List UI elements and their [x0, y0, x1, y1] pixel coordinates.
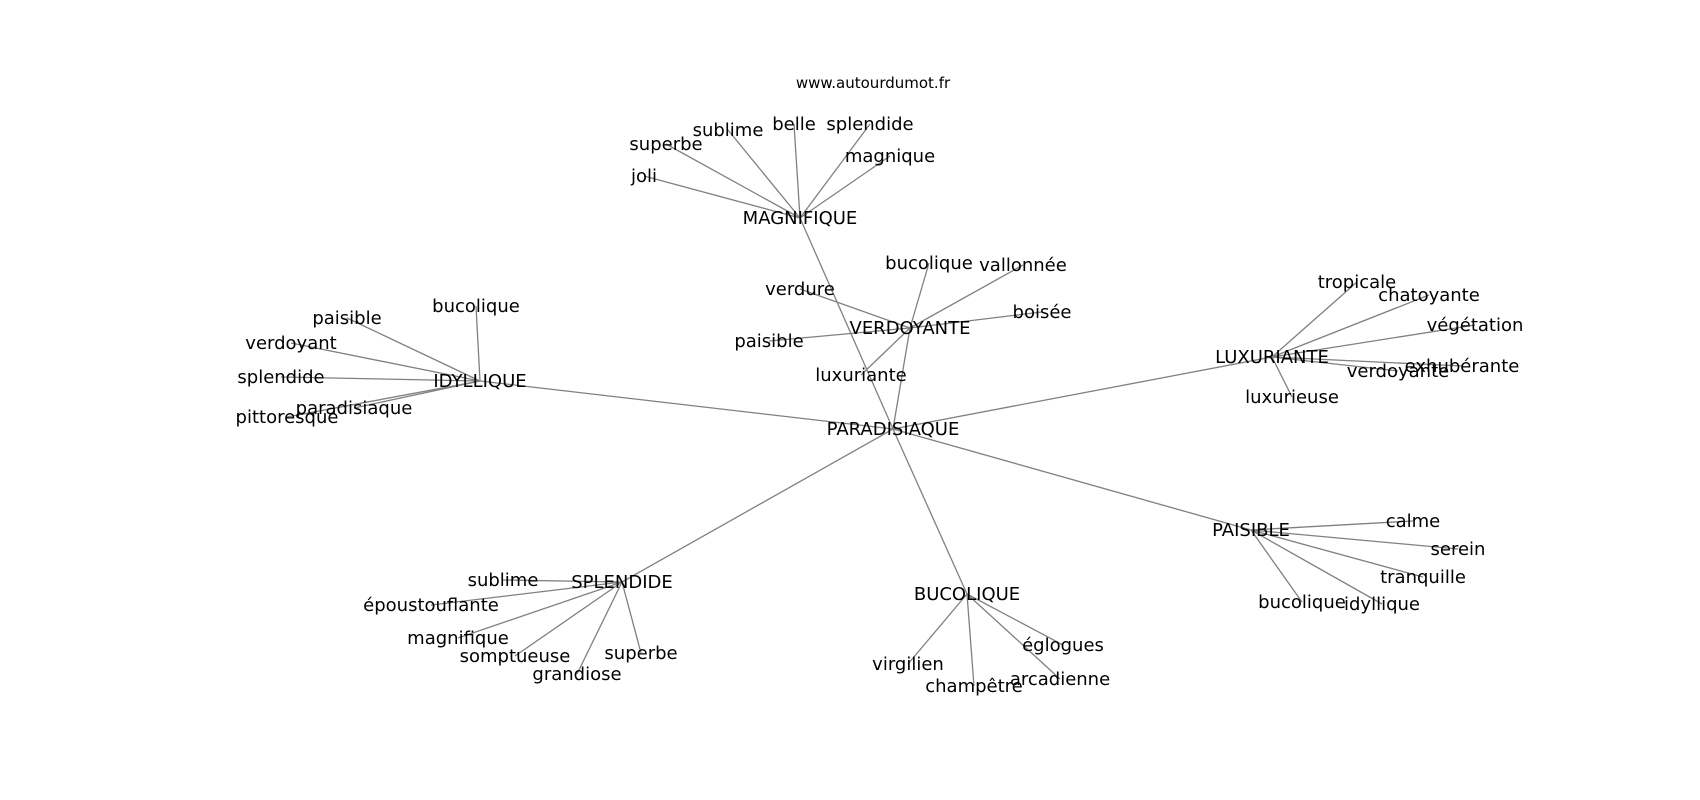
edge-hub-3-leaf-0: [1271, 281, 1358, 358]
edge-hub-0-leaf-3: [793, 123, 801, 219]
edge-hub-5-leaf-2: [966, 593, 1061, 680]
edge-hub-4-leaf-0: [502, 579, 623, 583]
leaf-word-3-2[interactable]: végétation: [1427, 315, 1524, 336]
leaf-word-2-4[interactable]: paradisiaque: [296, 398, 413, 419]
leaf-word-5-3[interactable]: églogues: [1022, 635, 1104, 656]
edge-center-hub-6: [892, 428, 1252, 531]
leaf-word-0-5[interactable]: magnique: [845, 146, 935, 167]
edge-hub-1-leaf-4: [768, 327, 911, 342]
leaf-word-1-1[interactable]: bucolique: [885, 253, 973, 274]
leaf-word-1-2[interactable]: vallonnée: [979, 255, 1067, 276]
leaf-word-5-2[interactable]: arcadienne: [1010, 669, 1110, 690]
edge-hub-1-leaf-2: [909, 264, 1024, 329]
edge-hub-3-leaf-3: [1271, 356, 1463, 367]
leaf-word-5-1[interactable]: champêtre: [925, 676, 1023, 697]
hub-word-4[interactable]: SPLENDIDE: [571, 572, 673, 593]
labels: www.autourdumot.fr PARADISIAQUE MAGNIFIQU…: [236, 74, 1524, 697]
leaf-word-2-0[interactable]: bucolique: [432, 296, 520, 317]
center-word[interactable]: PARADISIAQUE: [827, 419, 960, 440]
edge-hub-3-leaf-2: [1271, 324, 1476, 358]
edge-center-hub-2: [479, 380, 894, 430]
leaf-word-3-3[interactable]: exhubérante: [1405, 356, 1520, 377]
leaf-word-4-5[interactable]: superbe: [604, 643, 677, 664]
edge-hub-5-leaf-1: [966, 593, 975, 687]
leaf-word-0-3[interactable]: belle: [772, 114, 816, 135]
edge-hub-1-leaf-0: [799, 288, 911, 329]
edge-hub-1-leaf-3: [909, 311, 1043, 329]
edge-center-hub-5: [892, 428, 968, 595]
edge-center-hub-4: [621, 428, 894, 583]
edge-hub-0-leaf-4: [799, 123, 871, 219]
edge-hub-4-leaf-4: [576, 581, 623, 675]
edge-hub-4-leaf-2: [457, 581, 623, 639]
leaf-word-1-3[interactable]: boisée: [1013, 302, 1072, 323]
leaf-word-6-0[interactable]: calme: [1386, 511, 1441, 532]
leaf-word-2-3[interactable]: splendide: [237, 367, 324, 388]
leaf-word-6-4[interactable]: bucolique: [1258, 592, 1346, 613]
leaf-word-4-2[interactable]: magnifique: [407, 628, 509, 649]
leaf-word-3-5[interactable]: luxurieuse: [1245, 387, 1339, 408]
leaf-word-0-2[interactable]: sublime: [693, 120, 764, 141]
edge-hub-4-leaf-5: [621, 581, 642, 654]
leaf-word-1-4[interactable]: paisible: [734, 331, 803, 352]
edge-hub-1-leaf-5: [860, 327, 911, 376]
site-url[interactable]: www.autourdumot.fr: [796, 74, 951, 92]
leaf-word-5-0[interactable]: virgilien: [872, 654, 944, 675]
leaf-word-0-0[interactable]: joli: [630, 166, 657, 187]
edge-hub-4-leaf-1: [430, 581, 623, 606]
edge-hub-0-leaf-1: [665, 143, 801, 219]
leaf-word-0-4[interactable]: splendide: [826, 114, 913, 135]
edge-hub-2-leaf-1: [346, 317, 481, 382]
leaf-word-0-1[interactable]: superbe: [629, 134, 702, 155]
leaf-word-4-4[interactable]: grandiose: [532, 664, 621, 685]
leaf-word-6-2[interactable]: tranquille: [1380, 567, 1466, 588]
edge-hub-0-leaf-5: [799, 155, 891, 219]
edge-hub-2-leaf-0: [475, 305, 481, 382]
edge-center-hub-1: [892, 327, 911, 430]
edge-hub-2-leaf-5: [286, 380, 481, 418]
edge-hub-4-leaf-3: [514, 581, 623, 657]
leaf-word-1-0[interactable]: verdure: [765, 279, 835, 300]
leaf-word-2-2[interactable]: verdoyant: [245, 333, 336, 354]
edge-hub-3-leaf-4: [1271, 356, 1399, 372]
leaf-word-1-5[interactable]: luxuriante: [815, 365, 906, 386]
hub-word-3[interactable]: LUXURIANTE: [1215, 347, 1329, 368]
edge-hub-6-leaf-2: [1250, 529, 1424, 578]
edge-hub-2-leaf-3: [280, 376, 481, 382]
edge-hub-0-leaf-2: [727, 129, 801, 219]
leaf-word-6-1[interactable]: serein: [1431, 539, 1486, 560]
edge-hub-3-leaf-5: [1271, 356, 1293, 398]
leaf-word-3-1[interactable]: chatoyante: [1378, 285, 1480, 306]
edge-hub-0-leaf-0: [643, 175, 801, 219]
edge-center-hub-0: [799, 217, 894, 430]
leaf-word-4-1[interactable]: époustouflante: [363, 595, 499, 616]
leaf-word-2-1[interactable]: paisible: [312, 308, 381, 329]
edge-hub-2-leaf-2: [290, 342, 481, 382]
leaf-word-2-5[interactable]: pittoresque: [236, 407, 339, 428]
hub-word-5[interactable]: BUCOLIQUE: [914, 584, 1020, 605]
hub-word-0[interactable]: MAGNIFIQUE: [743, 208, 858, 229]
edge-hub-6-leaf-4: [1250, 529, 1303, 603]
edge-hub-1-leaf-1: [909, 262, 930, 329]
hub-word-2[interactable]: IDYLLIQUE: [433, 371, 526, 392]
leaf-word-4-0[interactable]: sublime: [468, 570, 539, 591]
edge-hub-5-leaf-3: [966, 593, 1064, 646]
leaf-word-6-3[interactable]: idyllique: [1344, 594, 1420, 615]
leaf-word-3-0[interactable]: tropicale: [1318, 272, 1397, 293]
edge-hub-3-leaf-1: [1271, 294, 1430, 358]
edges: [280, 123, 1476, 687]
edge-hub-6-leaf-1: [1250, 529, 1459, 550]
hub-word-6[interactable]: PAISIBLE: [1212, 520, 1290, 541]
leaf-word-3-4[interactable]: verdoyante: [1347, 361, 1449, 382]
leaf-word-4-3[interactable]: somptueuse: [460, 646, 571, 667]
edge-hub-5-leaf-0: [907, 593, 968, 665]
hub-word-1[interactable]: VERDOYANTE: [850, 318, 971, 339]
edge-hub-6-leaf-3: [1250, 529, 1383, 605]
edge-hub-6-leaf-0: [1250, 520, 1414, 531]
edge-center-hub-3: [892, 356, 1273, 430]
